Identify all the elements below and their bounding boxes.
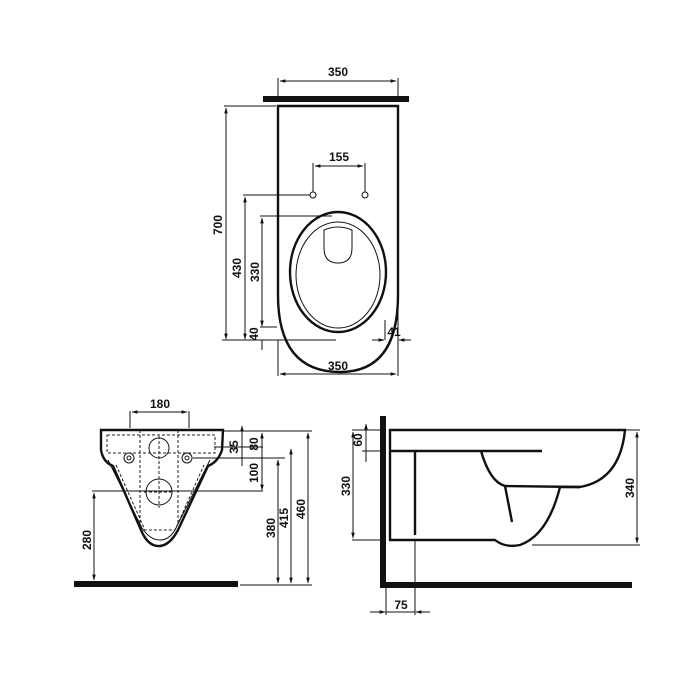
dim-total-height: 460 bbox=[294, 499, 308, 519]
front-view-outline bbox=[99, 428, 225, 548]
top-view-outline bbox=[276, 104, 400, 374]
dim-outlet-projection: 75 bbox=[394, 598, 408, 612]
side-view-outline bbox=[388, 428, 627, 548]
wall-bar bbox=[263, 96, 409, 102]
dim-front-offset: 40 bbox=[247, 327, 261, 341]
dim-top-to-inlet: 80 bbox=[247, 437, 261, 451]
floor-bar bbox=[74, 581, 238, 587]
dim-fixing-width: 180 bbox=[150, 397, 170, 411]
dim-bottom-width: 350 bbox=[328, 359, 348, 373]
dim-fixing-to-front: 430 bbox=[230, 258, 244, 278]
dim-inlet-to-outlet: 100 bbox=[247, 463, 261, 483]
fixing-hole-left bbox=[123, 452, 135, 464]
side-view: 60 330 340 75 bbox=[339, 416, 640, 615]
dim-outlet-height: 280 bbox=[80, 530, 94, 550]
dim-top-width: 350 bbox=[328, 65, 348, 79]
top-view: 350 155 700 430 330 40 41 350 bbox=[211, 65, 411, 376]
wall-vertical bbox=[380, 416, 386, 588]
seat-outer bbox=[288, 210, 388, 334]
dim-bowl-depth: 340 bbox=[623, 478, 637, 498]
dim-top-to-fixings: 35 bbox=[227, 440, 241, 454]
floor-horizontal bbox=[380, 582, 632, 588]
dim-body-height: 330 bbox=[339, 476, 353, 496]
dim-total-length: 700 bbox=[211, 215, 225, 235]
fixing-point-left bbox=[309, 191, 317, 199]
fixing-point-right bbox=[361, 191, 369, 199]
dim-side-offset: 41 bbox=[387, 325, 401, 339]
seat-inner bbox=[295, 221, 381, 329]
dim-inlet-height: 415 bbox=[277, 508, 291, 528]
fixing-hole-right bbox=[181, 452, 193, 464]
dim-fixing-height: 380 bbox=[264, 518, 278, 538]
dim-fixing-spacing: 155 bbox=[329, 150, 349, 164]
dim-seat-opening: 330 bbox=[248, 262, 262, 282]
seat-cutout bbox=[323, 226, 353, 264]
front-view: 180 35 80 100 280 380 415 460 bbox=[74, 397, 312, 587]
